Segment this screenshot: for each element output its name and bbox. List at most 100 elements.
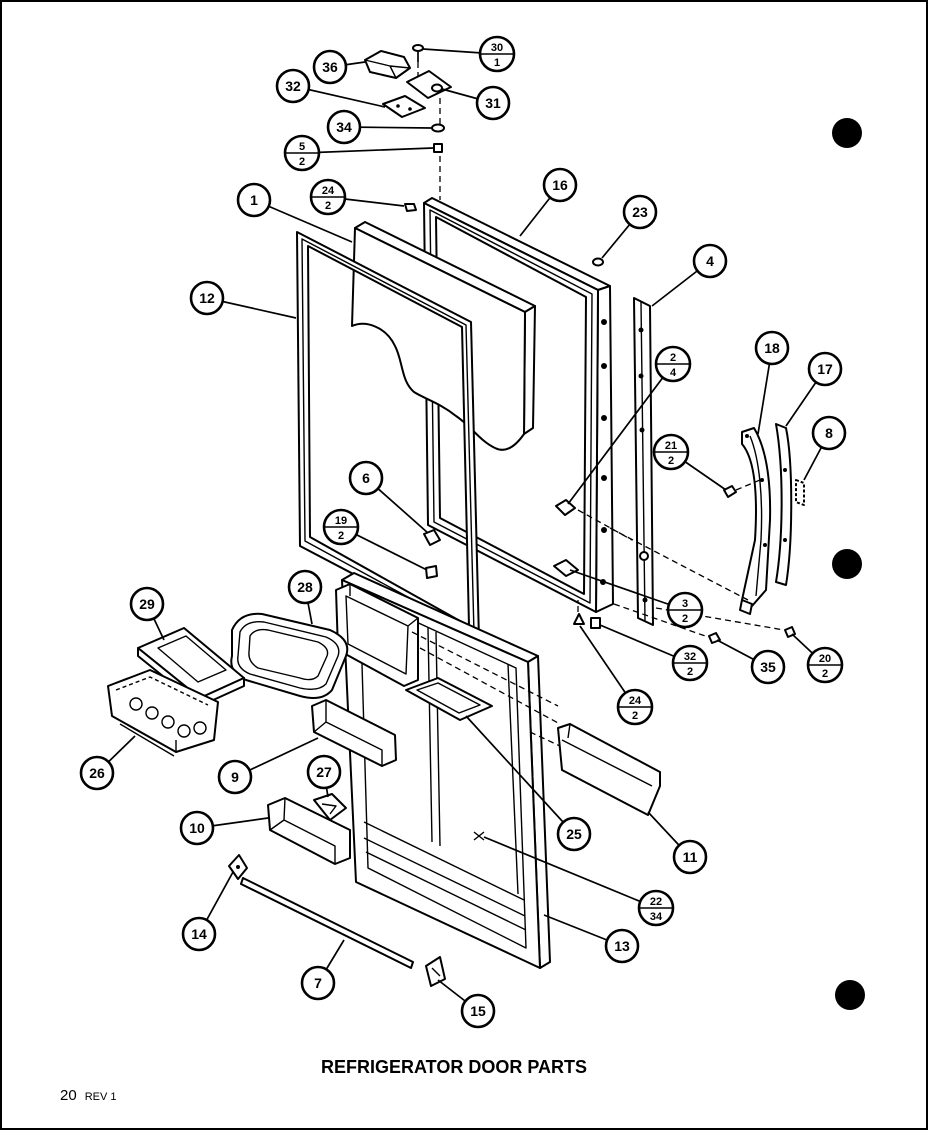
handle-trim [775, 423, 793, 586]
revision-label: REV 1 [85, 1091, 117, 1103]
callout-quantity: 34 [650, 911, 663, 923]
shim-hole [408, 107, 412, 111]
callout-31: 31 [441, 85, 511, 121]
door-shelf-small [405, 677, 493, 721]
callout-quantity: 2 [822, 668, 828, 680]
callout-circle [179, 810, 215, 846]
callout-circle [542, 167, 578, 203]
callout-number: 14 [191, 926, 207, 942]
door-screw-hole [601, 527, 607, 533]
callout-circle [811, 415, 847, 451]
callout-17: 17 [785, 351, 843, 427]
callout-circle [807, 351, 843, 387]
lower-handle-bracket [739, 599, 753, 615]
callout-circle [754, 330, 790, 366]
hinge-shim-plate [382, 95, 426, 118]
hinge-cover-edge [364, 59, 411, 79]
callout-number: 31 [485, 95, 501, 111]
callout-circle [236, 182, 272, 218]
leader-line [483, 836, 657, 909]
door-screw-hole [601, 363, 607, 369]
callout-circle [312, 49, 348, 85]
callout-number: 3 [682, 598, 688, 610]
callout-quantity: 2 [325, 200, 331, 212]
leader-line [465, 715, 575, 835]
callout-number: 18 [764, 340, 780, 356]
binder-hole [832, 118, 862, 148]
door-screw-hole [601, 475, 607, 481]
callout-number: 1 [250, 192, 258, 208]
door-front-frame [423, 202, 599, 613]
callout-number: 5 [299, 141, 305, 153]
handle-screw-hole [760, 478, 764, 482]
callout-circle [306, 754, 342, 790]
callout-circle [672, 839, 708, 875]
callout-number: 17 [817, 361, 833, 377]
callout-24-2-upper: 24 2 [309, 178, 405, 216]
freezer-door-outer-panel [423, 197, 614, 613]
handle-screw-hole [763, 543, 767, 547]
callout-26: 26 [79, 735, 136, 791]
bin-retainer [313, 793, 347, 821]
door-frame-channel [429, 209, 593, 604]
shelf-11-edge [561, 723, 653, 787]
shelf-25-inner [416, 682, 481, 714]
egg-cup [161, 715, 175, 729]
door-shelf-large [557, 723, 661, 816]
tray-rim [237, 621, 340, 691]
alignment-line [411, 631, 559, 707]
egg-cup [129, 697, 143, 711]
callout-20-2: 20 2 [791, 633, 844, 684]
callout-circle [475, 85, 511, 121]
rod-bracket-left [228, 854, 248, 880]
hinge-screw-head [412, 44, 424, 52]
callout-number: 32 [285, 78, 301, 94]
callout-circle [604, 928, 640, 964]
top-hinge-assembly [364, 44, 452, 212]
callout-21-2: 21 2 [652, 433, 727, 491]
callout-number: 21 [665, 440, 677, 452]
leader-line [253, 199, 353, 243]
callout-number: 11 [683, 849, 698, 865]
callout-number: 2 [670, 352, 676, 364]
callout-30-1: 30 1 [422, 35, 516, 73]
handle-trim-hole [783, 538, 787, 542]
callout-number: 26 [89, 765, 105, 781]
callout-6: 6 [348, 460, 429, 534]
callout-number: 4 [706, 253, 714, 269]
rod-bracket-right [425, 956, 446, 987]
freezer-door-clips [423, 499, 601, 629]
tray-inner [248, 628, 329, 681]
callout-19-2: 19 2 [322, 508, 428, 571]
leader-line [301, 147, 434, 154]
callout-quantity: 2 [338, 530, 344, 542]
callout-quantity: 2 [687, 666, 693, 678]
egg-cup [193, 721, 207, 735]
trim-strip-edge [640, 301, 646, 622]
callout-circle [692, 243, 728, 279]
lower-stop-triangle [573, 613, 585, 625]
door-screw-hole [601, 415, 607, 421]
callout-25: 25 [465, 715, 592, 852]
door-screw-hole [601, 319, 607, 325]
handle-trim-hole [783, 468, 787, 472]
hinge-washer [431, 123, 445, 133]
door-clip [423, 529, 441, 546]
callout-number: 29 [139, 596, 155, 612]
callout-13: 13 [543, 914, 640, 964]
retainer-tab [321, 803, 337, 815]
callout-circle [275, 68, 311, 104]
egg-tray-base [119, 723, 177, 757]
trim-hole [639, 551, 649, 561]
hinge-pin [431, 83, 443, 93]
callout-1: 1 [236, 182, 353, 243]
callout-number: 36 [322, 59, 338, 75]
callout-number: 28 [297, 579, 313, 595]
callout-number: 16 [552, 177, 568, 193]
callout-number: 13 [614, 938, 630, 954]
bin-9-edge [313, 700, 383, 766]
handle-clip-lower [553, 559, 579, 577]
callout-5-2: 5 2 [283, 134, 434, 172]
callout-4: 4 [651, 243, 728, 307]
